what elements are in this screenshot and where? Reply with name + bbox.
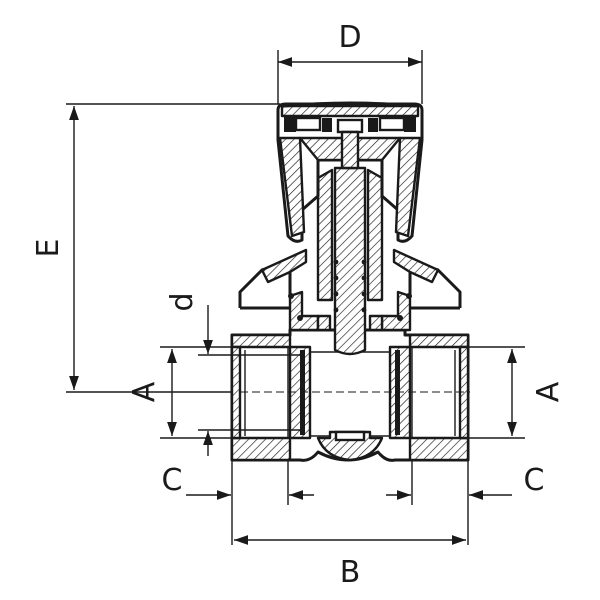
bonnet	[238, 166, 462, 356]
label-D: D	[338, 20, 361, 55]
inner-passage	[288, 345, 412, 462]
label-C-right: C	[524, 463, 545, 498]
dimension-lines	[66, 50, 525, 545]
dimension-labels: D E d A A C C B	[31, 20, 566, 590]
left-port	[230, 333, 292, 462]
label-E: E	[31, 239, 66, 258]
label-B: B	[340, 555, 361, 590]
label-d: d	[165, 292, 200, 311]
label-C-left: C	[162, 463, 183, 498]
right-port	[408, 333, 470, 462]
label-A-right: A	[531, 381, 566, 402]
handwheel	[276, 101, 424, 243]
label-A-left: A	[127, 381, 162, 402]
stem-thread-marks	[333, 259, 367, 313]
